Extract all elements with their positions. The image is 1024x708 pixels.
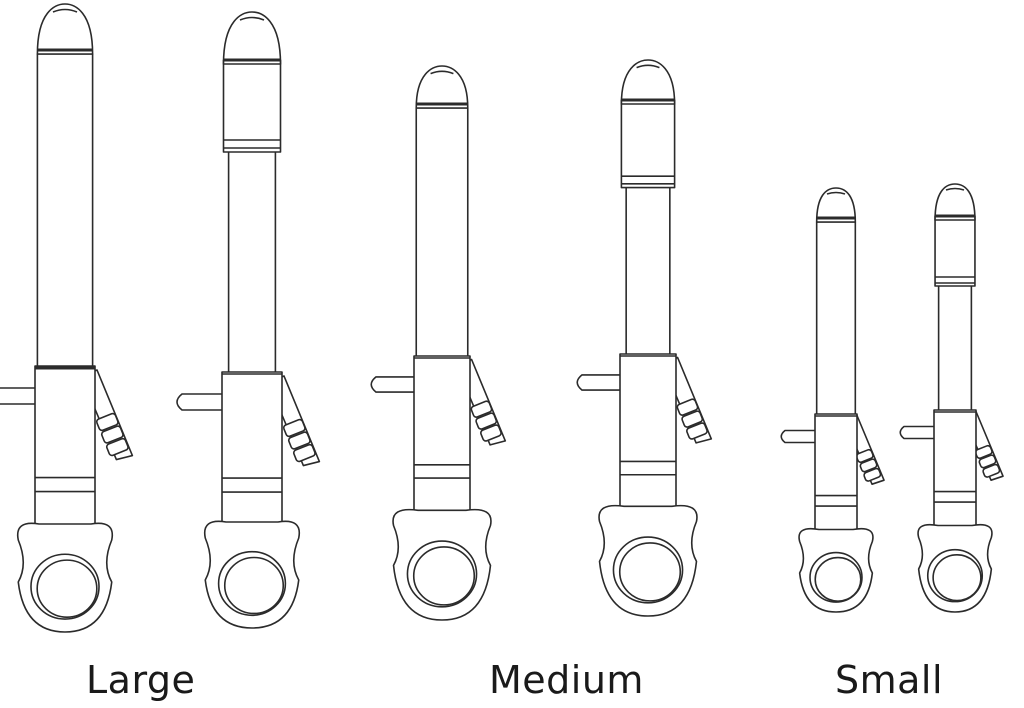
thumb-tab: [176, 393, 225, 411]
tube: [36, 53, 94, 369]
small-device-sleeve: [899, 183, 1004, 613]
thumb-tab: [0, 387, 38, 405]
dome-tip: [620, 59, 676, 105]
ring-hole: [406, 540, 478, 608]
medium-device-plain: [370, 65, 507, 621]
collar: [34, 365, 96, 531]
collar: [933, 409, 977, 531]
dome-tip: [815, 187, 857, 223]
ring-hole: [30, 553, 100, 620]
thumb-tab: [780, 429, 818, 444]
dome-tip: [415, 65, 469, 109]
dome-tip: [934, 183, 976, 221]
tip-sleeve: [222, 59, 282, 153]
large-device-sleeve: [176, 11, 321, 629]
thumb-tab: [576, 374, 623, 391]
tube: [815, 221, 857, 417]
collar: [413, 355, 471, 517]
collar: [814, 413, 858, 535]
thumb-tab: [370, 376, 417, 393]
thumb-tab: [899, 425, 937, 440]
large-device-plain: [0, 3, 134, 633]
collar: [221, 371, 283, 529]
tube: [415, 107, 469, 359]
tip-sleeve: [934, 215, 976, 287]
ring-hole: [809, 551, 863, 603]
dome-tip: [222, 11, 282, 65]
label-small: Small: [835, 658, 944, 702]
label-medium: Medium: [489, 658, 644, 702]
dome-tip: [36, 3, 94, 55]
tip-sleeve: [620, 99, 676, 189]
label-large: Large: [86, 658, 196, 702]
ring-hole: [926, 548, 984, 603]
ring-hole: [612, 536, 684, 604]
medium-device-sleeve: [576, 59, 713, 617]
small-device-plain: [780, 187, 885, 613]
collar: [619, 353, 677, 513]
ring-hole: [217, 550, 287, 617]
